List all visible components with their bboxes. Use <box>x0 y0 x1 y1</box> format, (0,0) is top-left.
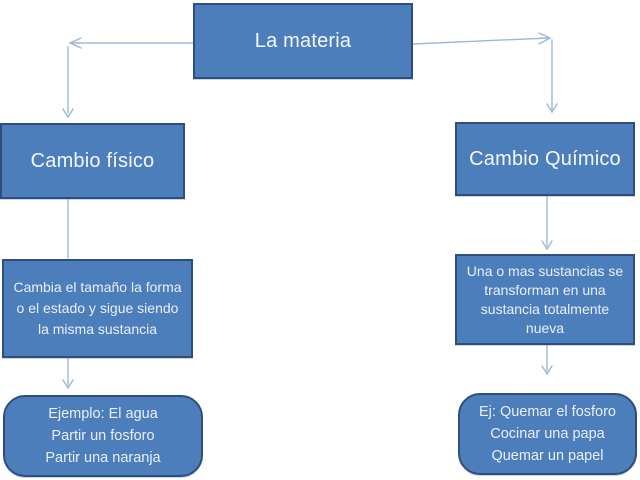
fisico-description-line: o el estado y sigue siendo <box>16 300 179 316</box>
arrowhead-left-icon <box>68 37 82 49</box>
quimico-description-line: sustancia totalmente <box>480 300 610 317</box>
quimico-description-line: Una o mas sustancias se <box>466 262 624 279</box>
arrowhead-down-quimico-icon <box>546 103 558 114</box>
arrowhead-quimico-ej-icon <box>541 365 553 376</box>
node-quimico-description: Una o mas sustancias se transforman en u… <box>455 254 635 345</box>
arrowhead-quimico-desc-icon <box>541 240 553 251</box>
node-cambio-fisico-label: Cambio físico <box>30 150 155 172</box>
fisico-example-line: Partir un fosforo <box>51 428 155 444</box>
node-la-materia-label: La materia <box>254 30 352 52</box>
node-cambio-quimico-label: Cambio Químico <box>469 148 621 170</box>
quimico-description-line: nueva <box>525 319 565 336</box>
node-fisico-examples: Ejemplo: El agua Partir un fosforo Parti… <box>3 395 203 477</box>
node-quimico-examples: Ej: Quemar el fosforo Cocinar una papa Q… <box>458 393 637 475</box>
node-cambio-fisico: Cambio físico <box>0 123 185 199</box>
fisico-example-line: Partir una naranja <box>45 450 161 466</box>
arrowhead-down-fisico-icon <box>62 108 74 119</box>
quimico-example-line: Cocinar una papa <box>490 426 605 442</box>
node-cambio-quimico: Cambio Químico <box>455 122 635 196</box>
arrow-title-to-right <box>412 37 549 45</box>
fisico-description-line: Cambia el tamaño la forma <box>13 279 182 295</box>
arrowhead-fisico-ej-icon <box>62 379 74 390</box>
quimico-description-line: transforman en una <box>484 281 606 298</box>
node-la-materia: La materia <box>193 3 413 79</box>
node-fisico-description: Cambia el tamaño la forma o el estado y … <box>2 259 193 358</box>
quimico-example-line: Ej: Quemar el fosforo <box>479 404 616 420</box>
arrowhead-right-icon <box>538 32 552 45</box>
fisico-example-line: Ejemplo: El agua <box>48 406 158 422</box>
quimico-example-line: Quemar un papel <box>491 448 604 464</box>
fisico-description-line: la misma sustancia <box>37 321 158 337</box>
